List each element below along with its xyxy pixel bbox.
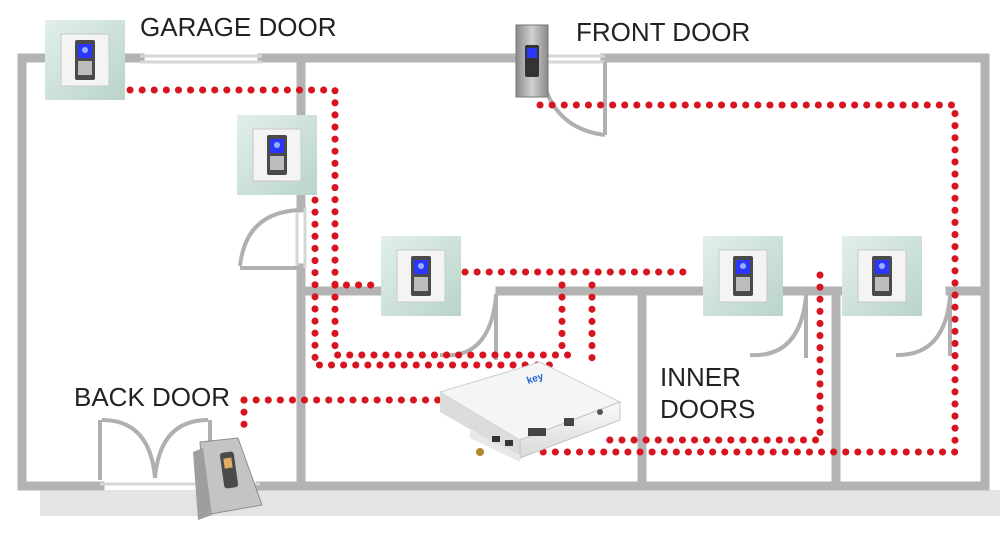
floor-shadow (40, 490, 1000, 516)
back-door-label: BACK DOOR (74, 382, 230, 412)
reader-corridor-2 (703, 236, 783, 316)
controller-brand-label: key (526, 371, 546, 387)
front-door-reader (515, 24, 549, 98)
front-door-label: FRONT DOOR (576, 17, 750, 47)
control-unit: key (438, 361, 622, 462)
reader-corridor-3 (842, 236, 922, 316)
reader-garage-inner (237, 115, 317, 195)
back-door-terminal (193, 437, 263, 520)
reader-garage (45, 20, 125, 100)
inner-doors-label-line2: DOORS (660, 394, 755, 424)
inner-doors-label-line1: INNER (660, 362, 741, 392)
reader-corridor-1 (381, 236, 461, 316)
wiring-lines (126, 86, 959, 456)
garage-door-label: GARAGE DOOR (140, 12, 336, 42)
